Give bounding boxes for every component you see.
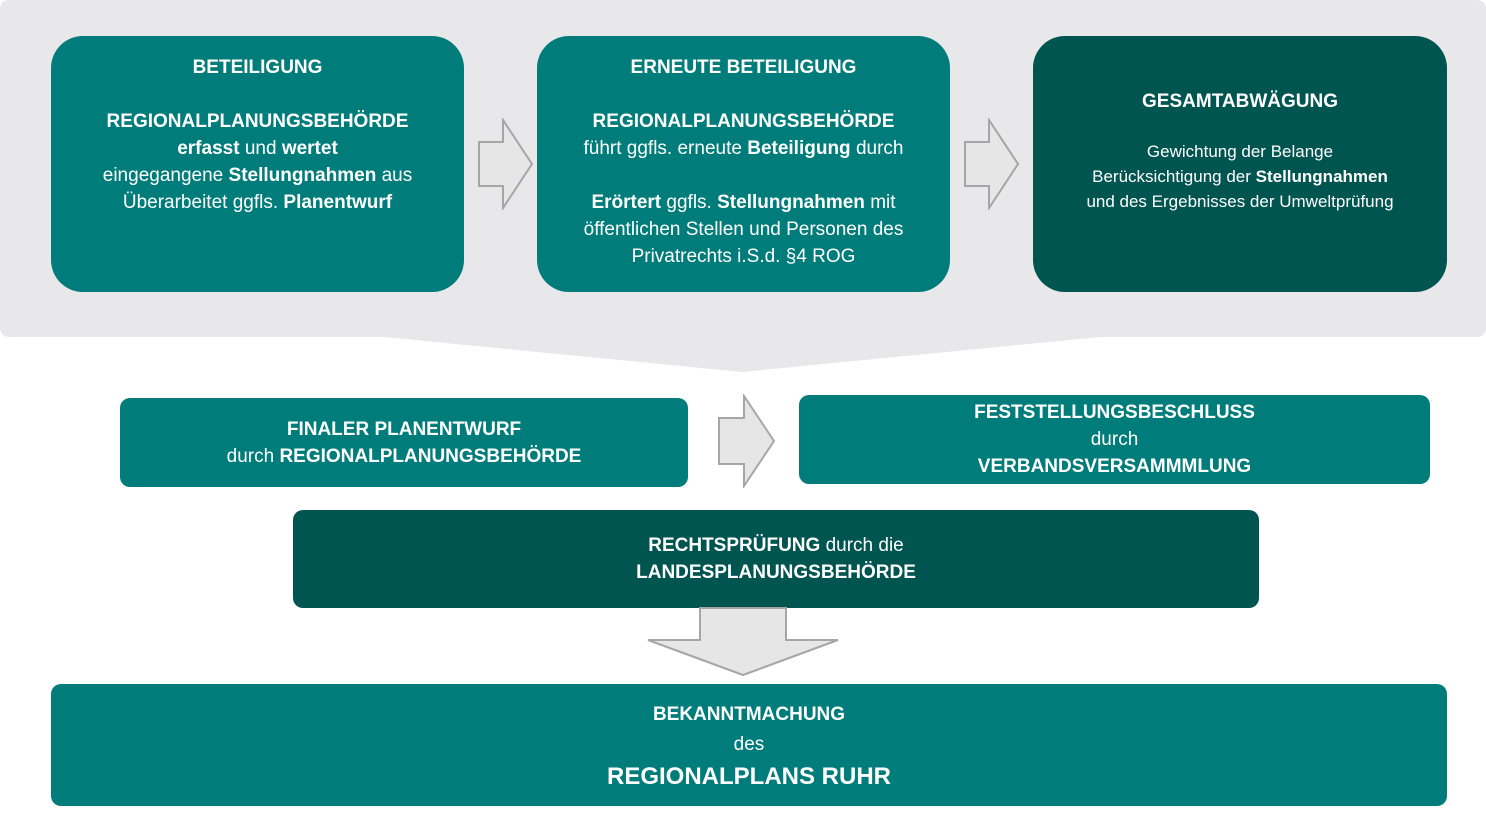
rechts-line-2: LANDESPLANUNGSBEHÖRDE (636, 562, 916, 583)
gesamt-line-1: Gewichtung der Belange (1146, 142, 1334, 161)
rechts-line-1: RECHTSPRÜFUNG durch die (648, 535, 904, 556)
feststellung-line-3: VERBANDSVERSAMMMLUNG (977, 456, 1252, 477)
beteiligung-line-3: Überarbeitet ggfls. Planentwurf (122, 192, 393, 213)
bekannt-line-3: REGIONALPLANS RUHR (606, 763, 891, 790)
down-arrow-icon (647, 607, 839, 677)
bekanntmachung-box: BEKANNTMACHUNG des REGIONALPLANS RUHR (51, 684, 1447, 806)
beteiligung-line-1: erfasst und wertet (177, 138, 338, 159)
finaler-line-2: durch REGIONALPLANUNGSBEHÖRDE (226, 445, 582, 467)
gesamtabwaegung-box: GESAMTABWÄGUNG Gewichtung der Belange Be… (1033, 36, 1447, 292)
right-arrow-icon (964, 118, 1020, 210)
erneute-line-3: öffentlichen Stellen und Personen des (583, 219, 904, 240)
gesamt-line-2: Berücksichtigung der Stellungnahmen (1092, 167, 1388, 186)
beteiligung-authority: REGIONALPLANUNGSBEHÖRDE (106, 111, 409, 132)
beteiligung-box: BETEILIGUNG REGIONALPLANUNGSBEHÖRDE erfa… (51, 36, 464, 292)
bekannt-line-2: des (733, 734, 765, 755)
finaler-title: FINALER PLANENTWURF (286, 418, 522, 440)
erneute-beteiligung-box: ERNEUTE BETEILIGUNG REGIONALPLANUNGSBEHÖ… (537, 36, 950, 292)
beteiligung-title: BETEILIGUNG (192, 57, 323, 78)
right-arrow-icon (718, 394, 776, 488)
beteiligung-line-2: eingegangene Stellungnahmen aus (102, 165, 413, 186)
feststellungsbeschluss-box: FESTSTELLUNGSBESCHLUSS durch VERBANDSVER… (799, 395, 1430, 484)
rechtspruefung-box: RECHTSPRÜFUNG durch die LANDESPLANUNGSBE… (293, 510, 1259, 608)
erneute-authority: REGIONALPLANUNGSBEHÖRDE (592, 111, 895, 132)
erneute-title: ERNEUTE BETEILIGUNG (630, 57, 857, 78)
feststellung-title: FESTSTELLUNGSBESCHLUSS (974, 402, 1255, 423)
bekannt-title: BEKANNTMACHUNG (652, 704, 846, 725)
gesamt-line-3: und des Ergebnisses der Umweltprüfung (1086, 192, 1394, 211)
right-arrow-icon (478, 118, 534, 210)
erneute-line-2: Erörtert ggfls. Stellungnahmen mit (591, 192, 896, 213)
erneute-line-1: führt ggfls. erneute Beteiligung durch (583, 138, 904, 159)
erneute-line-4: Privatrechts i.S.d. §4 ROG (631, 246, 856, 267)
finaler-planentwurf-box: FINALER PLANENTWURF durch REGIONALPLANUN… (120, 398, 688, 487)
gesamt-title: GESAMTABWÄGUNG (1142, 91, 1338, 112)
feststellung-line-2: durch (1090, 429, 1139, 450)
